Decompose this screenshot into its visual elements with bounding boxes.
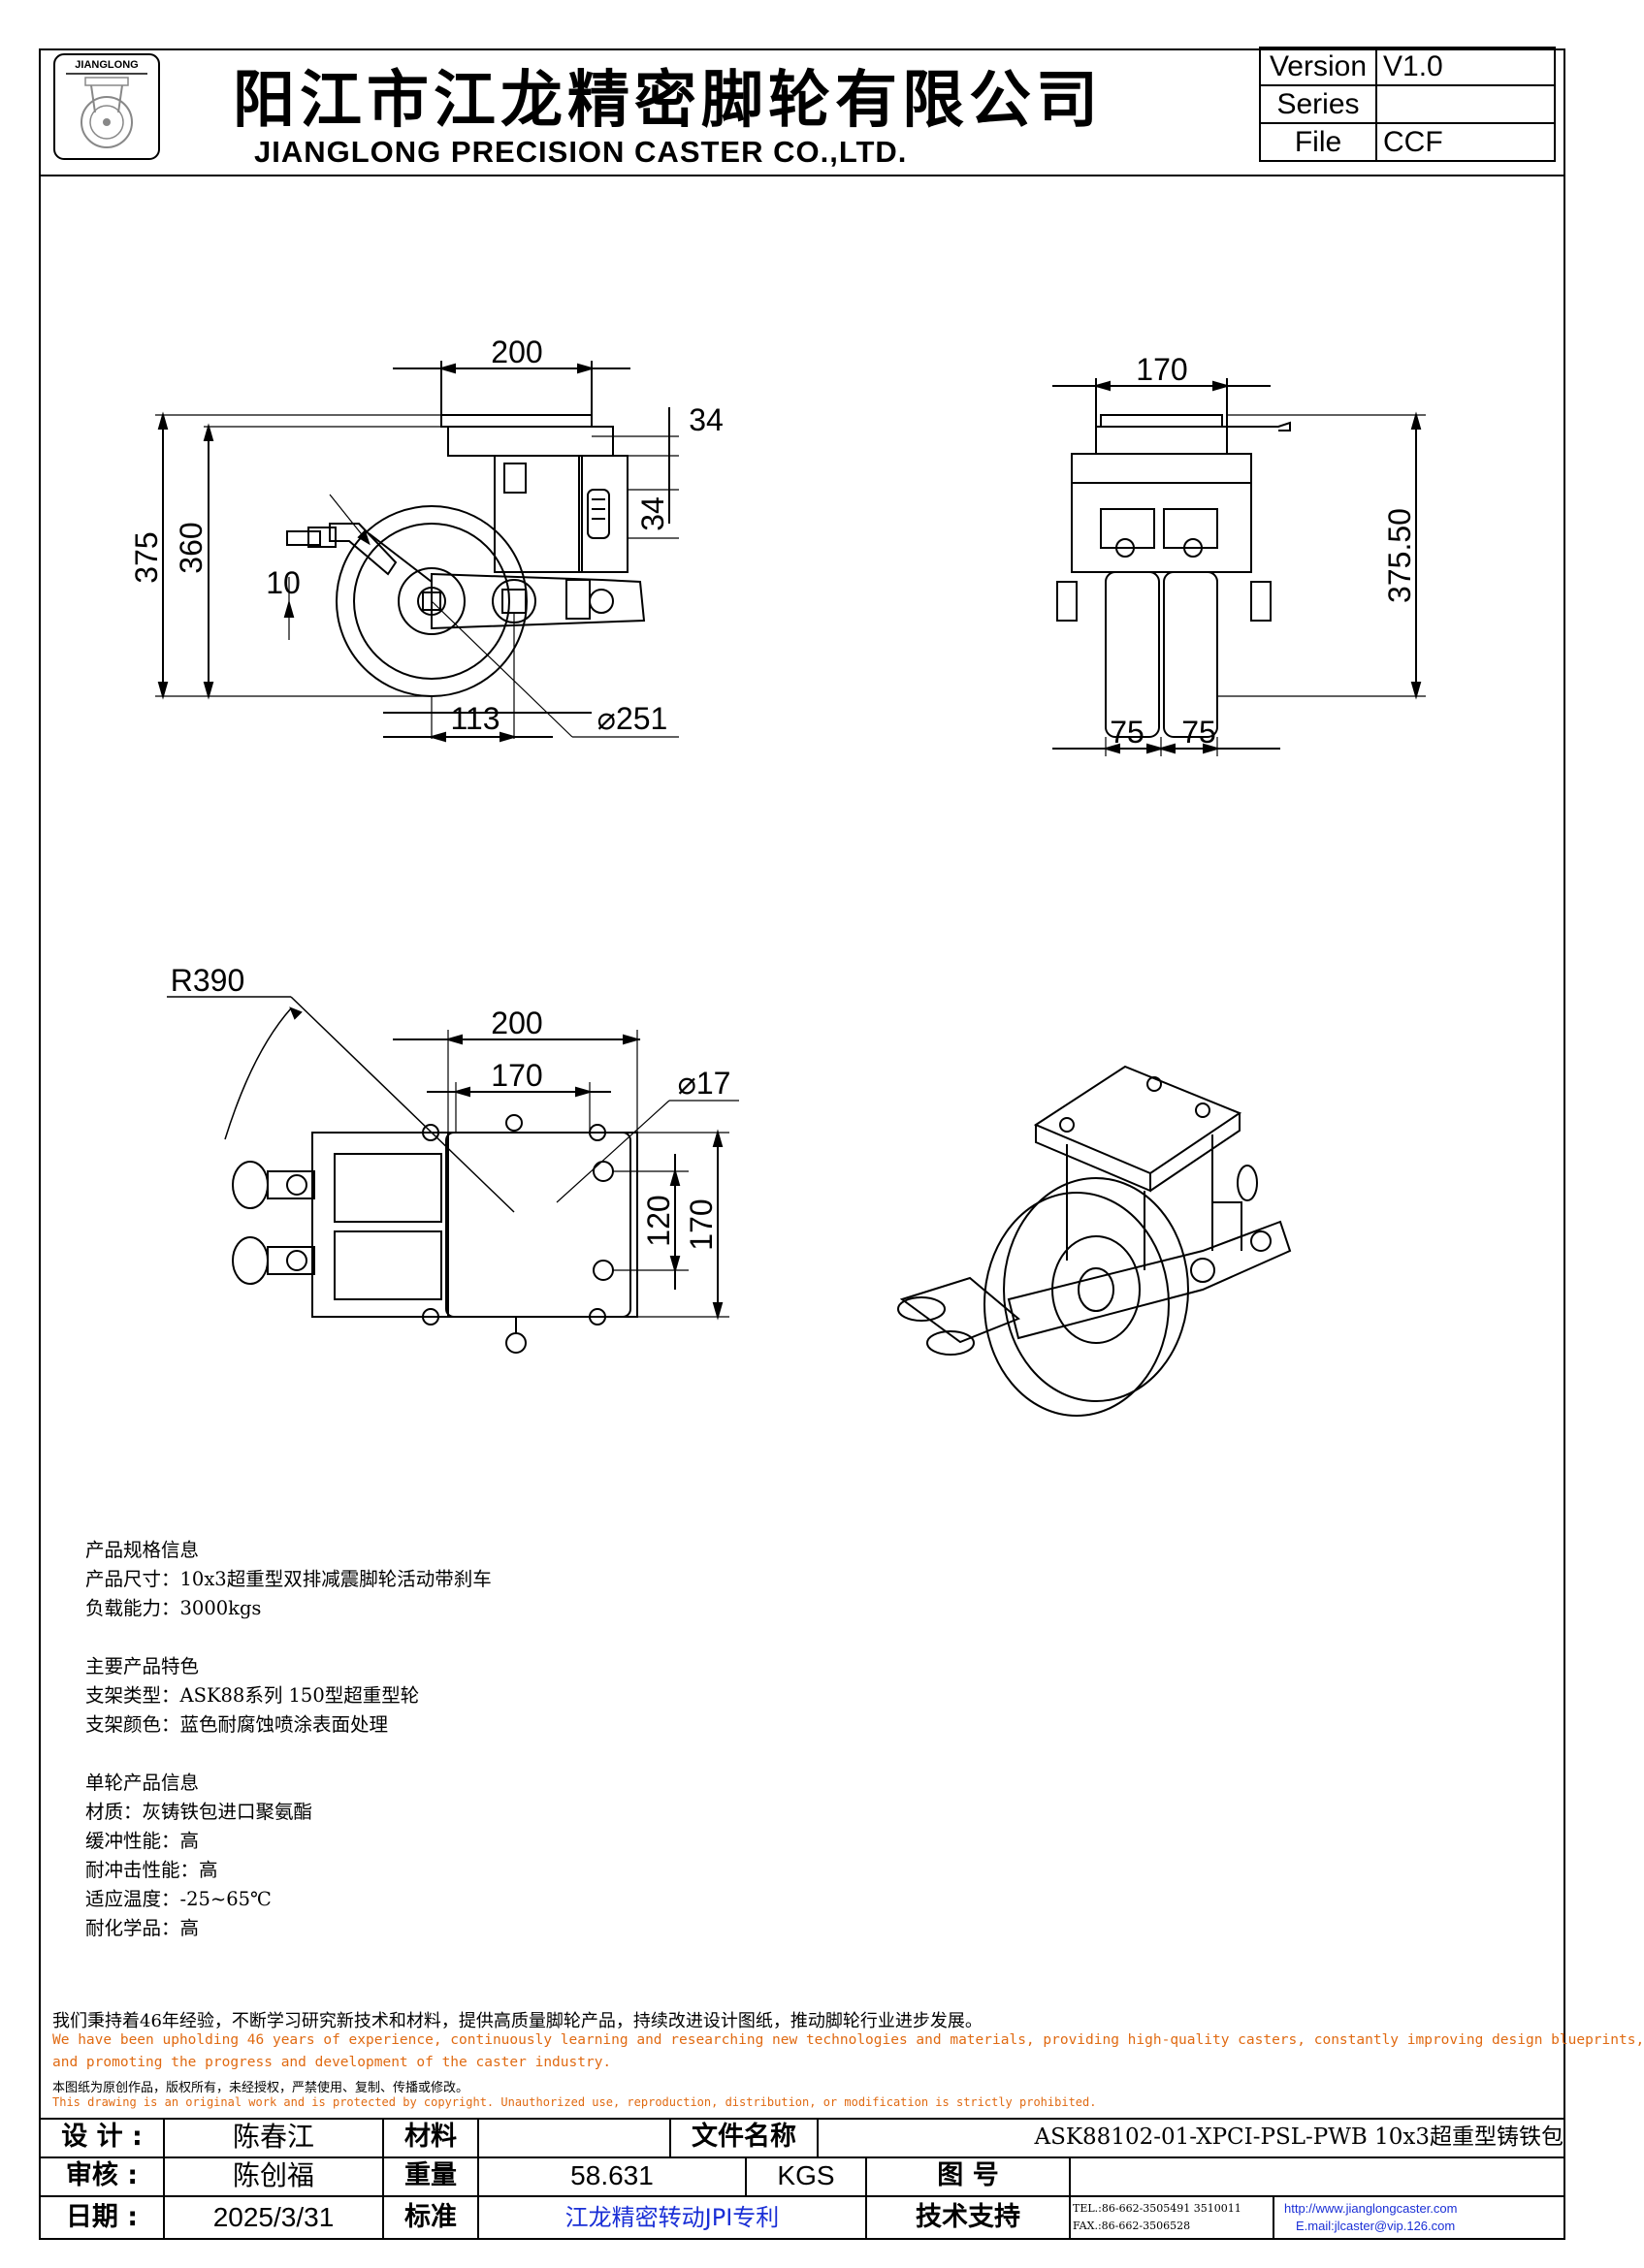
side-height-total-dim: 375: [129, 531, 164, 583]
front-view: 170 375.50 75 75: [1052, 352, 1426, 756]
top-radius-dim: R390: [171, 963, 245, 998]
date-value: 2025/3/31: [212, 2202, 335, 2232]
company-name-cn: 阳江市江龙精密脚轮有限公司: [233, 65, 1103, 137]
spec-size: 产品尺寸：10x3超重型双排减震脚轮活动带刹车: [85, 1568, 492, 1590]
front-width-dim: 170: [1136, 352, 1187, 387]
top-view: R390 200 170 ⌀17 120 170: [167, 963, 739, 1354]
filename-label: 文件名称: [692, 2122, 796, 2152]
front-wheel-1-dim: 75: [1110, 715, 1144, 750]
side-width-dim: 200: [491, 335, 542, 369]
top-width-outer-dim: 200: [491, 1006, 542, 1040]
drawing-no-label: 图 号: [937, 2160, 999, 2190]
copyright-notice-cn: 本图纸为原创作品，版权所有，未经授权，严禁使用、复制、传播或修改。: [52, 2081, 469, 2095]
version-label: Version: [1259, 47, 1377, 86]
side-spring-dim: 34: [635, 496, 670, 531]
standard-label: 标准: [404, 2202, 457, 2232]
side-top-offset-dim: 34: [689, 402, 724, 437]
file-value: CCF: [1375, 122, 1556, 162]
company-logo: JIANGLONG: [53, 53, 160, 160]
top-hole-spacing-dim: 120: [641, 1195, 676, 1246]
fax-number: FAX.:86-662-3506528: [1073, 2220, 1191, 2232]
copyright-notice-en: This drawing is an original work and is …: [52, 2095, 1097, 2109]
title-block: [39, 2118, 1565, 2242]
tech-support-label: 技术支持: [916, 2202, 1020, 2232]
front-wheel-2-dim: 75: [1181, 715, 1216, 750]
spec-section-title: 单轮产品信息: [85, 1772, 200, 1794]
review-label: 审核 :: [65, 2160, 139, 2190]
design-label: 设 计 :: [61, 2122, 143, 2152]
company-name-en: JIANGLONG PRECISION CASTER CO.,LTD.: [254, 135, 908, 169]
date-label: 日期 :: [65, 2202, 139, 2232]
side-offset-dim: 113: [450, 701, 500, 736]
drawing-frame: [39, 48, 1565, 2240]
spec-section-title: 产品规格信息: [85, 1539, 200, 1561]
top-hole-dim: ⌀17: [678, 1066, 731, 1101]
email-link[interactable]: E.mail:jlcaster@vip.126.com: [1296, 2219, 1456, 2233]
weight-label: 重量: [404, 2160, 457, 2190]
product-spec: 产品规格信息 产品尺寸：10x3超重型双排减震脚轮活动带刹车 负载能力：3000…: [85, 1536, 492, 1943]
series-label: Series: [1259, 84, 1377, 124]
material-label: 材料: [404, 2122, 457, 2152]
spec-temperature: 适应温度：-25~65℃: [85, 1888, 272, 1910]
front-height-dim: 375.50: [1382, 508, 1417, 603]
spec-cushion: 缓冲性能：高: [85, 1830, 200, 1852]
file-label: File: [1259, 122, 1377, 162]
spec-bracket-color: 支架颜色：蓝色耐腐蚀喷涂表面处理: [85, 1713, 389, 1736]
weight-unit: KGS: [777, 2160, 835, 2190]
top-plate-height-dim: 170: [684, 1198, 719, 1250]
top-width-inner-dim: 170: [491, 1058, 542, 1093]
spec-bracket-type: 支架类型：ASK88系列 150型超重型轮: [85, 1684, 420, 1707]
standard-value: 江龙精密转动JPI专利: [564, 2204, 780, 2231]
spec-load: 负载能力：3000kgs: [85, 1597, 262, 1619]
spec-impact: 耐冲击性能：高: [85, 1859, 218, 1881]
logo-text: JIANGLONG: [75, 59, 138, 71]
side-brake-dim: 10: [266, 565, 301, 600]
wheel-diameter-dim: ⌀251: [597, 701, 668, 736]
website-link[interactable]: http://www.jianglongcaster.com: [1284, 2201, 1458, 2216]
filename-value: ASK88102-01-XPCI-PSL-PWB 10x3超重型铸铁包: [1034, 2124, 1564, 2150]
isometric-view: [897, 1065, 1292, 1417]
spec-chemical: 耐化学品：高: [85, 1917, 200, 1939]
weight-value: 58.631: [570, 2160, 654, 2190]
side-height-inner-dim: 360: [174, 522, 209, 573]
technical-drawings: 200 375 360 34 34 10 113 ⌀251: [129, 335, 1426, 1417]
header-divider: [39, 175, 1565, 176]
side-view: 200 375 360 34 34 10 113 ⌀251: [129, 335, 724, 743]
company-statement-en-cont: and promoting the progress and developme…: [52, 2055, 612, 2070]
spec-section-title: 主要产品特色: [85, 1655, 200, 1677]
version-value: V1.0: [1375, 47, 1556, 86]
company-statement-en: We have been upholding 46 years of exper…: [52, 2032, 1644, 2048]
spec-material: 材质：灰铸铁包进口聚氨酯: [85, 1801, 313, 1823]
design-value: 陈春江: [232, 2122, 314, 2152]
tel-number: TEL.:86-662-3505491 3510011: [1073, 2202, 1241, 2215]
company-statement-cn: 我们秉持着46年经验，不断学习研究新技术和材料，提供高质量脚轮产品，持续改进设计…: [52, 2011, 983, 2031]
review-value: 陈创福: [232, 2160, 314, 2190]
series-value: [1375, 84, 1556, 124]
